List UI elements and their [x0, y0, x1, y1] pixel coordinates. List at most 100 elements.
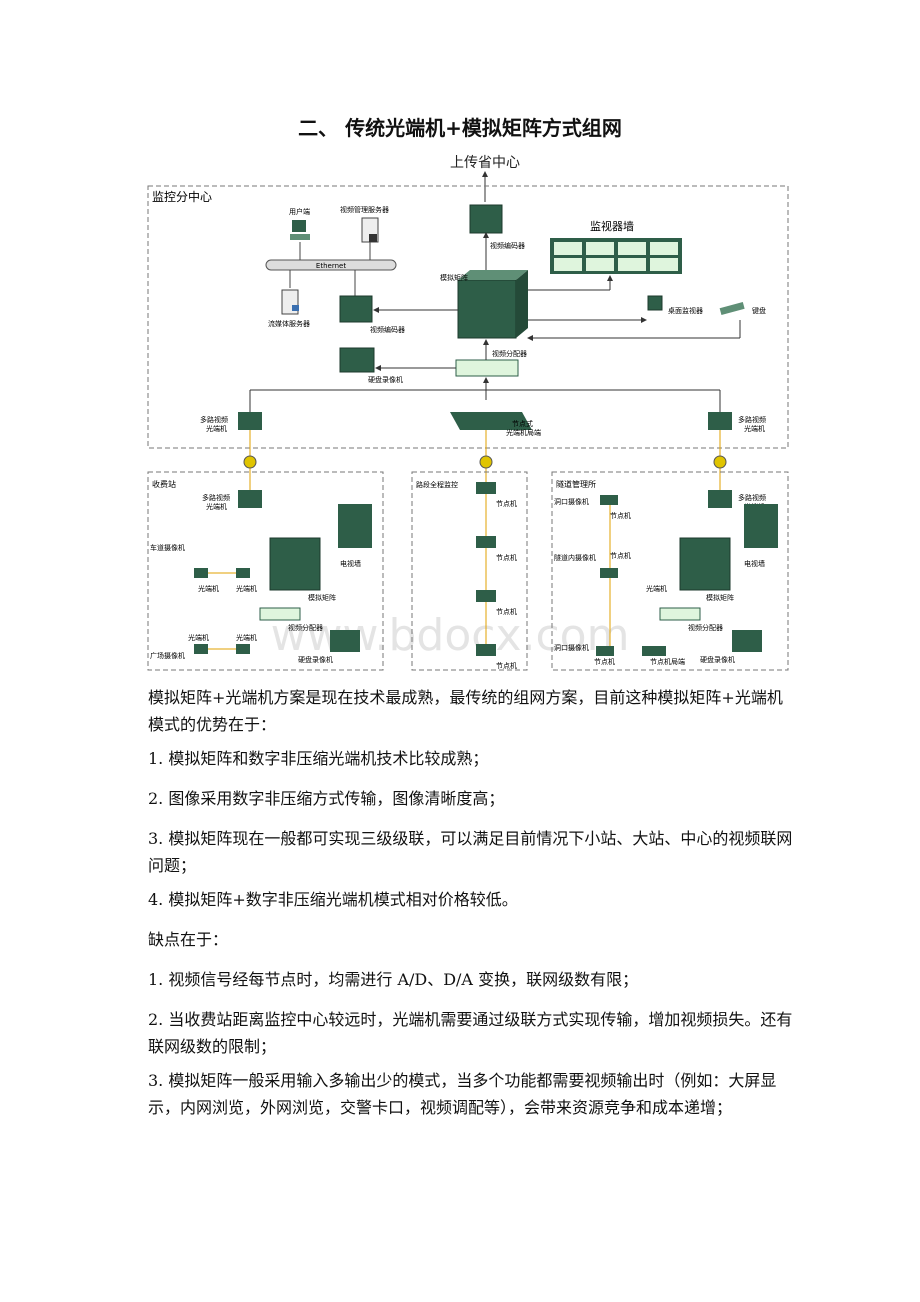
network-diagram: www.bdocx.com 上传省中心 监控分中心 用户端 视频管理服务器 Et…: [140, 150, 790, 675]
tunnel-box: [551, 471, 789, 671]
optical-c-label: 光端机: [188, 633, 209, 642]
toll-side-cams-label: 车道摄像机: [150, 543, 185, 552]
tunnel-distributor-icon: [659, 607, 701, 621]
tunnel-optical-label: 光端机: [646, 584, 667, 593]
node3-icon: [476, 590, 496, 602]
video-mgmt-server-label: 视频管理服务器: [340, 205, 389, 214]
fiber-connector-icon: [713, 455, 727, 469]
tunnel-node1-label: 节点机: [610, 511, 631, 520]
upload-center-label: 上传省中心: [450, 155, 520, 171]
keyboard-label: 键盘: [752, 306, 766, 315]
advantage-3: 3. 模拟矩阵现在一般都可实现三级级联，可以满足目前情况下小站、大站、中心的视频…: [148, 829, 793, 875]
video-encoder-mid-label: 视频编码器: [370, 325, 405, 334]
multi-video-optical-right-label: 多路视频光端机: [738, 415, 766, 433]
keyboard-icon: [719, 301, 745, 315]
toll-dvr-label: 硬盘录像机: [298, 655, 333, 664]
desktop-monitor-label: 桌面监视器: [668, 306, 703, 315]
toll-multi-optical-icon: [238, 490, 262, 508]
toll-matrix-icon: [269, 537, 321, 591]
node1-label: 节点机: [496, 499, 517, 508]
tunnel-node1-icon: [600, 495, 618, 505]
tunnel-node3-label: 节点机: [594, 657, 615, 666]
disadvantages-intro: 缺点在于：: [148, 930, 229, 949]
tunnel-dvr-label: 硬盘录像机: [700, 655, 735, 664]
video-distributor-label: 视频分配器: [492, 349, 527, 358]
node3-label: 节点机: [496, 607, 517, 616]
streaming-server-icon: [281, 289, 299, 315]
toll-tv-wall-icon: [338, 504, 372, 548]
toll-tv-wall-label: 电视墙: [340, 559, 361, 568]
tunnel-node-bureau-icon: [642, 646, 666, 656]
tunnel-distributor-label: 视频分配器: [688, 623, 723, 632]
tunnel-tv-wall-label: 电视墙: [744, 559, 765, 568]
center-box: [147, 185, 789, 449]
tunnel-node2-label: 节点机: [610, 551, 631, 560]
node-optical-bureau-label: 节点式光端机局端: [506, 419, 541, 437]
section-heading: 二、 传统光端机+模拟矩阵方式组网: [298, 116, 622, 140]
node-optical-bureau-icon: [450, 412, 532, 430]
tunnel-cams-mid-label: 隧道内摄像机: [554, 553, 596, 562]
tunnel-cams-bottom-label: 洞口摄像机: [554, 643, 589, 652]
disadvantage-1: 1. 视频信号经每节点时，均需进行 A/D、D/A 变换，联网级数有限；: [148, 970, 639, 989]
analog-matrix-icon: [457, 270, 528, 339]
tunnel-matrix-label: 模拟矩阵: [706, 593, 734, 602]
tunnel-cams-top-label: 洞口摄像机: [554, 497, 589, 506]
fiber-connector-icon: [479, 455, 493, 469]
tunnel-node2-icon: [600, 568, 618, 578]
optical-d-icon: [236, 644, 250, 654]
multi-video-optical-left-label: 多路视频光端机: [200, 415, 228, 433]
tunnel-tv-wall-icon: [744, 504, 778, 548]
tunnel-matrix-icon: [679, 537, 731, 591]
monitor-wall-icon: [550, 238, 682, 274]
advantage-2: 2. 图像采用数字非压缩方式传输，图像清晰度高；: [148, 789, 505, 808]
video-distributor-icon: [455, 359, 519, 377]
watermark: www.bdocx.com: [271, 610, 630, 661]
tunnel-box-label: 隧道管理所: [556, 479, 596, 489]
analog-matrix-label: 模拟矩阵: [440, 273, 468, 282]
road-box: [411, 471, 528, 671]
user-terminal-label: 用户端: [289, 207, 310, 216]
monitor-wall-label: 监视器墙: [590, 219, 634, 233]
advantage-1: 1. 模拟矩阵和数字非压缩光端机技术比较成熟；: [148, 749, 489, 768]
toll-distributor-label: 视频分配器: [288, 623, 323, 632]
video-encoder-mid-icon: [339, 295, 373, 323]
tunnel-node3-icon: [596, 646, 614, 656]
optical-b-icon: [236, 568, 250, 578]
road-box-label: 路段全程监控: [416, 480, 458, 489]
node1-icon: [476, 482, 496, 494]
optical-d-label: 光端机: [236, 633, 257, 642]
ethernet-bus: [265, 259, 397, 271]
fiber-connector-icon: [243, 455, 257, 469]
toll-matrix-label: 模拟矩阵: [308, 593, 336, 602]
optical-c-icon: [194, 644, 208, 654]
multi-video-optical-right-icon: [708, 412, 732, 430]
multi-video-optical-left-icon: [238, 412, 262, 430]
video-encoder-top-icon: [469, 204, 503, 234]
desktop-monitor-icon: [647, 295, 663, 311]
toll-dvr-icon: [330, 630, 360, 652]
streaming-server-label: 流媒体服务器: [268, 319, 310, 328]
toll-multi-optical-label: 多路视频光端机: [202, 493, 230, 511]
disadvantage-3: 3. 模拟矩阵一般采用输入多输出少的模式，当多个功能都需要视频输出时（例如：大屏…: [148, 1071, 777, 1117]
advantage-4: 4. 模拟矩阵+数字非压缩光端机模式相对价格较低。: [148, 890, 518, 909]
dvr-label: 硬盘录像机: [368, 375, 403, 384]
tunnel-node-bureau-label: 节点机局端: [650, 657, 685, 666]
optical-a-label: 光端机: [198, 584, 219, 593]
toll-square-cams-label: 广场摄像机: [150, 651, 185, 660]
toll-station-label: 收费站: [152, 479, 176, 489]
node4-icon: [476, 644, 496, 656]
center-box-label: 监控分中心: [152, 189, 212, 204]
dvr-icon: [339, 347, 375, 373]
optical-a-icon: [194, 568, 208, 578]
node2-icon: [476, 536, 496, 548]
user-terminal-icon: [290, 220, 310, 240]
node2-label: 节点机: [496, 553, 517, 562]
paragraph-intro: 模拟矩阵+光端机方案是现在技术最成熟，最传统的组网方案，目前这种模拟矩阵+光端机…: [148, 688, 783, 734]
tunnel-multi-optical-icon: [708, 490, 732, 508]
disadvantage-2: 2. 当收费站距离监控中心较远时，光端机需要通过级联方式实现传输，增加视频损失。…: [148, 1010, 793, 1056]
node4-label: 节点机: [496, 661, 517, 670]
toll-distributor-icon: [259, 607, 301, 621]
ethernet-label: Ethernet: [316, 262, 346, 270]
tunnel-dvr-icon: [732, 630, 762, 652]
optical-b-label: 光端机: [236, 584, 257, 593]
